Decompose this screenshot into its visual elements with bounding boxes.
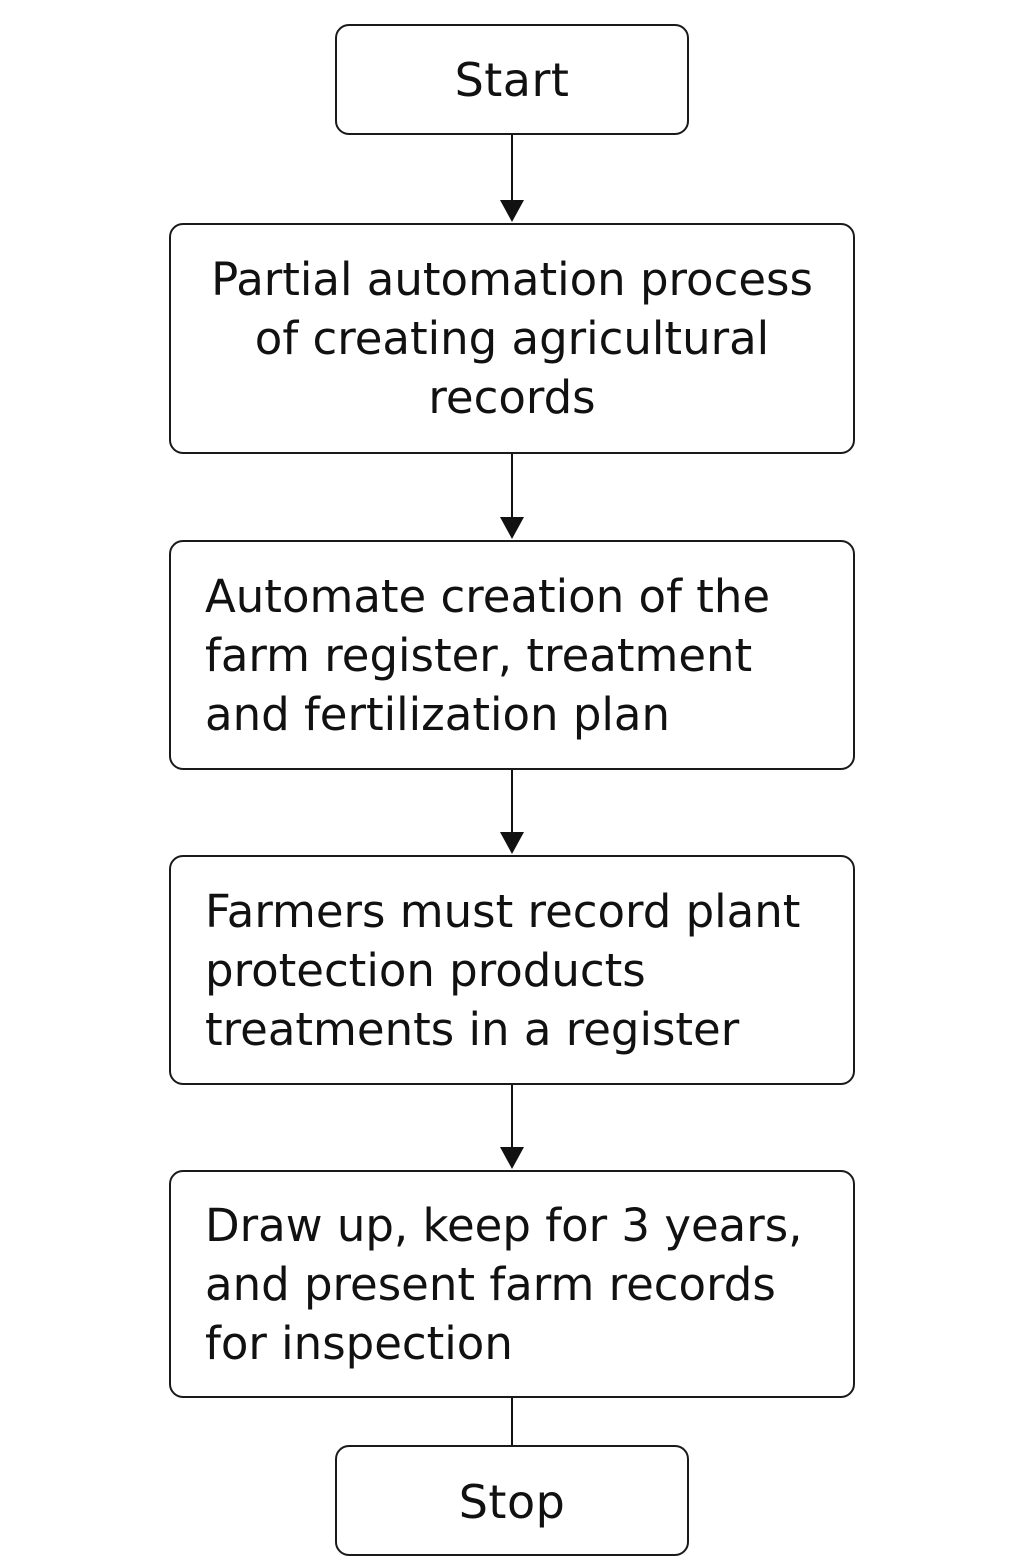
step-2-line-2: farm register, treatment	[205, 628, 753, 682]
step-1-line-1: Partial automation process	[211, 253, 813, 306]
step-3-line-2: protection products	[205, 943, 646, 997]
step-4-line-3: for inspection	[205, 1316, 513, 1370]
step-1-line-3: records	[428, 371, 596, 424]
step-4-node: Draw up, keep for 3 years, and present f…	[169, 1170, 855, 1398]
stop-label: Stop	[458, 1475, 566, 1529]
start-node: Start	[335, 24, 689, 135]
step-4-line-2: and present farm records	[205, 1257, 776, 1311]
stop-node: Stop	[335, 1445, 689, 1556]
arrow-step-2-to-step-3	[500, 770, 524, 854]
start-label: Start	[454, 52, 570, 107]
step-4-line-1: Draw up, keep for 3 years,	[205, 1198, 803, 1252]
step-3-line-1: Farmers must record plant	[205, 884, 801, 938]
step-3-node: Farmers must record plant protection pro…	[169, 855, 855, 1085]
step-2-line-1: Automate creation of the	[205, 569, 771, 623]
arrow-step-1-to-step-2	[500, 454, 524, 539]
step-1-line-2: of creating agricultural	[254, 312, 770, 365]
step-1-node: Partial automation process of creating a…	[169, 223, 855, 454]
step-3-line-3: treatments in a register	[205, 1002, 740, 1056]
arrow-step-3-to-step-4	[500, 1085, 524, 1169]
step-2-node: Automate creation of the farm register, …	[169, 540, 855, 770]
arrow-start-to-step-1	[500, 135, 524, 222]
step-2-line-3: and fertilization plan	[205, 687, 671, 741]
